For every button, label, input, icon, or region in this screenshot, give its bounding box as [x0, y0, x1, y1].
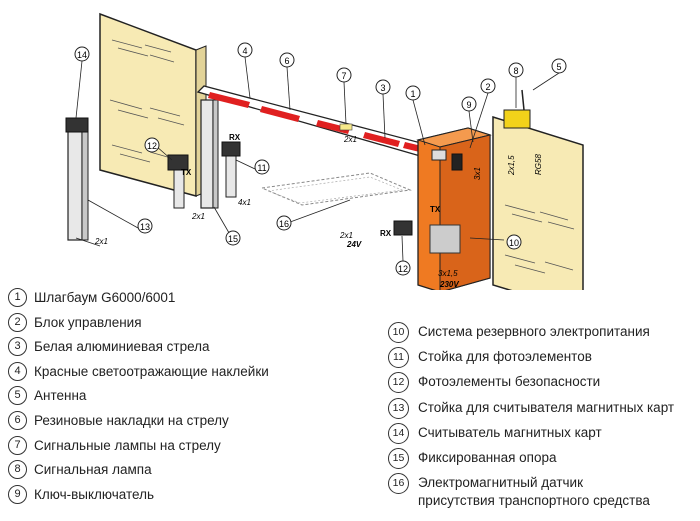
- cable-label-4x1: 4x1: [238, 198, 251, 207]
- callout-16: 16: [276, 215, 292, 231]
- barrier-cabinet: [416, 127, 492, 290]
- cable-label-230v: 230V: [439, 280, 459, 289]
- callout-1: 1: [405, 85, 421, 101]
- callout-9: 9: [461, 96, 477, 112]
- svg-text:7: 7: [341, 71, 346, 81]
- cable-label-2x1-24v: 2x1: [339, 231, 353, 240]
- cable-label-2x15: 2x1,5: [507, 155, 516, 176]
- callout-3: 3: [375, 79, 391, 95]
- cable-label-rg58: RG58: [534, 154, 543, 175]
- svg-text:13: 13: [140, 222, 150, 232]
- barrier-system-diagram: 14 4 6 7 3 1 9 2 8 5 12 11 13 15 16 10 1…: [65, 12, 584, 290]
- photocell-post-right: [221, 141, 241, 198]
- svg-text:12: 12: [398, 264, 408, 274]
- callout-13: 13: [137, 218, 153, 234]
- svg-text:12: 12: [147, 141, 157, 151]
- cable-label-3x15: 3x1,5: [438, 269, 458, 278]
- tx-label-right: TX: [430, 205, 441, 214]
- vehicle-loop-sensor: [260, 172, 412, 206]
- callout-5: 5: [551, 58, 567, 74]
- svg-text:16: 16: [279, 219, 289, 229]
- svg-text:2: 2: [485, 82, 490, 92]
- callout-15: 15: [225, 230, 241, 246]
- rx-label-right: RX: [380, 229, 392, 238]
- svg-text:8: 8: [513, 66, 518, 76]
- callout-12-right: 12: [395, 260, 411, 276]
- svg-text:4: 4: [242, 46, 247, 56]
- cable-label-boom: 2x1: [343, 135, 357, 144]
- callout-4: 4: [237, 42, 253, 58]
- right-wall: [492, 115, 584, 290]
- svg-text:5: 5: [556, 62, 561, 72]
- photocell-rx: [393, 220, 413, 236]
- cable-label-24v: 24V: [346, 240, 362, 249]
- svg-text:14: 14: [77, 50, 87, 60]
- svg-text:1: 1: [410, 89, 415, 99]
- fixed-support: [200, 99, 219, 209]
- cable-label-reader: 2x1: [94, 237, 108, 246]
- photocell-post-left: [167, 154, 189, 209]
- card-reader-post: [65, 117, 89, 241]
- callout-14: 14: [74, 46, 90, 62]
- svg-text:3: 3: [380, 83, 385, 93]
- callout-7: 7: [336, 67, 352, 83]
- tx-label-left: TX: [181, 168, 192, 177]
- callout-2: 2: [480, 78, 496, 94]
- callout-11: 11: [254, 159, 270, 175]
- svg-text:6: 6: [284, 56, 289, 66]
- signal-lamp: [503, 89, 531, 129]
- callout-8: 8: [508, 62, 524, 78]
- callout-10: 10: [506, 234, 522, 250]
- cable-label-3x1: 3x1: [473, 167, 482, 180]
- svg-text:11: 11: [257, 163, 266, 173]
- svg-text:15: 15: [228, 234, 238, 244]
- cable-label-fixed: 2x1: [191, 212, 205, 221]
- svg-text:10: 10: [509, 238, 519, 248]
- callout-12-left: 12: [144, 137, 160, 153]
- svg-text:9: 9: [466, 100, 471, 110]
- callout-6: 6: [279, 52, 295, 68]
- rx-label-left: RX: [229, 133, 241, 142]
